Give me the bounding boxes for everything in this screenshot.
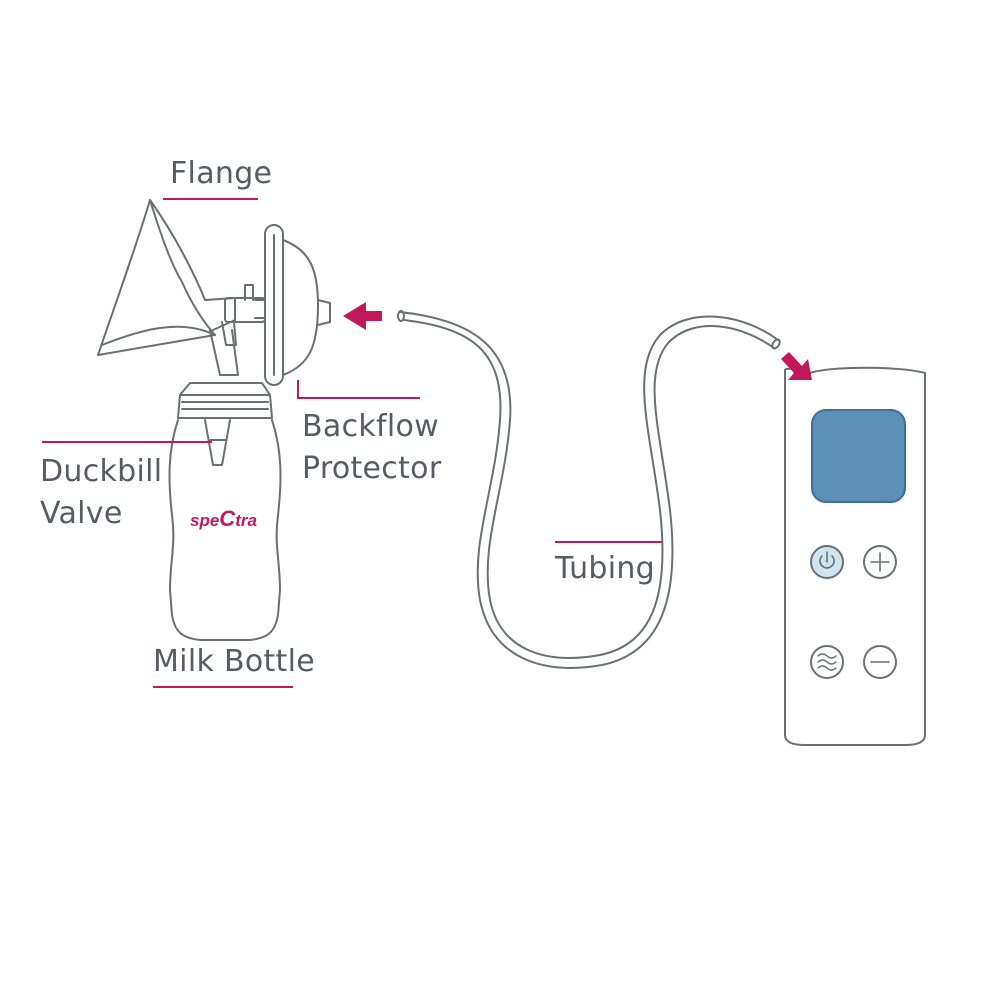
backflow-label-line1: Backflow <box>302 409 440 444</box>
plus-icon <box>870 552 890 572</box>
wave-mode-icon <box>817 653 837 671</box>
milk-bottle-underline <box>153 686 293 688</box>
flange-underline <box>163 198 258 200</box>
duckbill-label-line1: Duckbill <box>40 454 163 489</box>
backflow-label-line2: Protector <box>302 451 442 486</box>
brand-highlight: C <box>219 506 236 531</box>
milk-bottle <box>168 419 282 641</box>
pump-screen <box>811 409 906 503</box>
brand-logo: speCtra <box>190 506 257 532</box>
bottle-collar <box>177 382 273 419</box>
brand-prefix: spe <box>190 511 220 530</box>
power-icon <box>819 551 835 569</box>
minus-button[interactable] <box>863 645 897 679</box>
tubing <box>397 310 781 669</box>
brand-suffix: tra <box>235 511 257 530</box>
backflow-protector <box>254 224 331 386</box>
flange <box>97 199 236 356</box>
backflow-leader-line <box>297 380 420 399</box>
mode-button[interactable] <box>810 645 844 679</box>
duckbill-label-line2: Valve <box>40 496 123 531</box>
arrow-down-icon <box>781 352 812 380</box>
tubing-label: Tubing <box>555 551 656 586</box>
power-button[interactable] <box>810 545 844 579</box>
arrow-left-icon <box>343 302 382 330</box>
flange-label: Flange <box>170 156 273 191</box>
milk-bottle-label: Milk Bottle <box>153 644 316 679</box>
plus-button[interactable] <box>863 545 897 579</box>
